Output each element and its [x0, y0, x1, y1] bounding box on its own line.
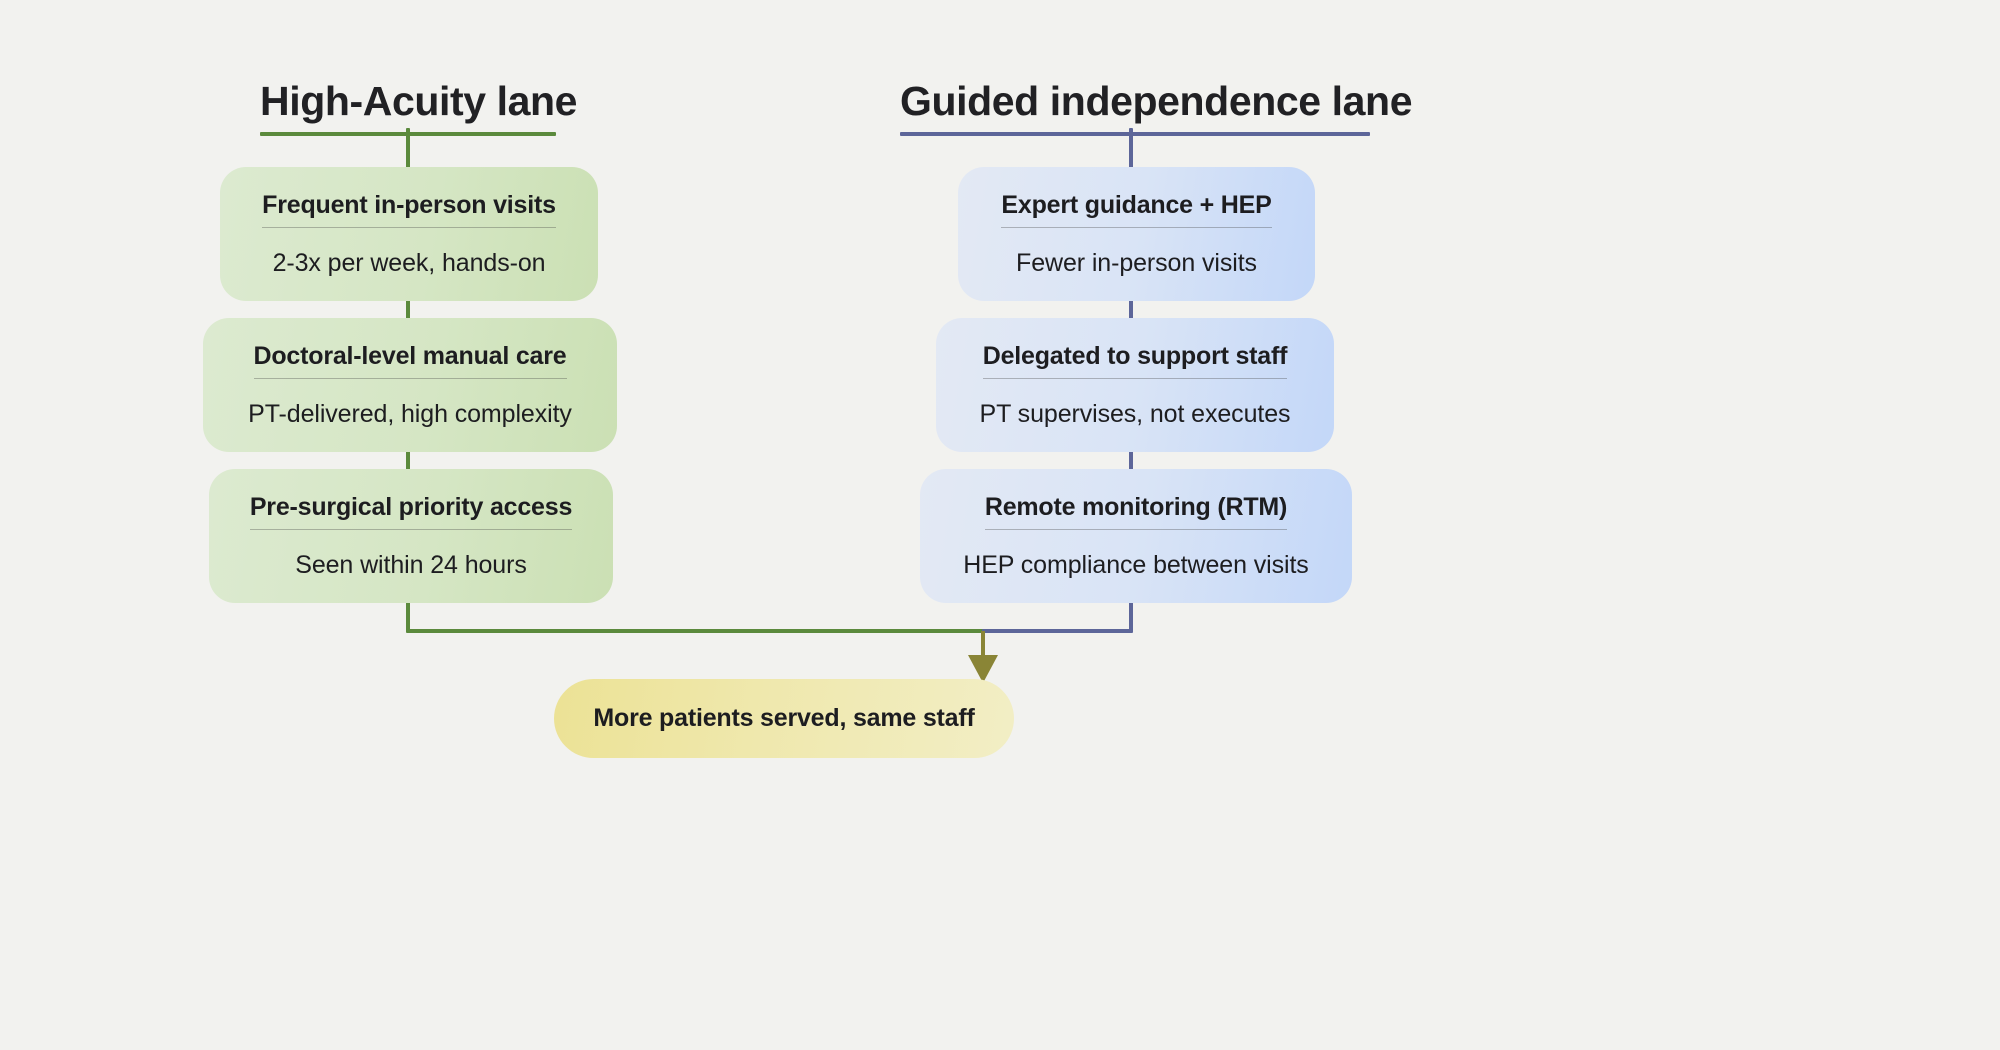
connector-high-acuity-title-to-card1	[406, 128, 410, 170]
lane-title-high-acuity-text: High-Acuity lane	[260, 78, 578, 124]
connector-high-acuity-card2-to-card3	[406, 449, 410, 472]
card-expert-guidance-hep[interactable]: Expert guidance + HEP Fewer in-person vi…	[958, 167, 1315, 301]
arrow-down-head-icon	[968, 655, 998, 683]
card-remote-monitoring-rtm[interactable]: Remote monitoring (RTM) HEP compliance b…	[920, 469, 1352, 603]
card-pre-surgical-priority-access[interactable]: Pre-surgical priority access Seen within…	[209, 469, 613, 603]
connector-high-acuity-card3-to-merge	[406, 600, 410, 632]
card-heading: Remote monitoring (RTM)	[984, 493, 1287, 530]
card-detail: 2-3x per week, hands-on	[272, 248, 546, 277]
card-doctoral-level-manual-care[interactable]: Doctoral-level manual care PT-delivered,…	[203, 318, 617, 452]
card-delegated-to-support-staff[interactable]: Delegated to support staff PT supervises…	[936, 318, 1334, 452]
card-detail: PT-delivered, high complexity	[248, 399, 572, 428]
card-heading: Expert guidance + HEP	[1001, 191, 1272, 228]
card-heading: Doctoral-level manual care	[253, 342, 567, 379]
connector-guided-card1-to-card2	[1129, 298, 1133, 321]
lane-title-guided-independence-text: Guided independence lane	[900, 78, 1413, 124]
lane-title-guided-independence: Guided independence lane	[900, 79, 1413, 137]
connector-guided-card3-to-merge	[1129, 600, 1133, 632]
connector-guided-title-to-card1	[1129, 128, 1133, 170]
card-frequent-in-person-visits[interactable]: Frequent in-person visits 2-3x per week,…	[220, 167, 598, 301]
card-heading: Pre-surgical priority access	[249, 493, 572, 530]
card-detail: PT supervises, not executes	[979, 399, 1291, 428]
lane-title-guided-independence-underline	[900, 132, 1370, 137]
connector-guided-card2-to-card3	[1129, 449, 1133, 472]
outcome-pill-label: More patients served, same staff	[593, 704, 975, 732]
card-heading: Frequent in-person visits	[262, 191, 556, 228]
arrow-down-stem-icon	[981, 631, 985, 662]
card-heading: Delegated to support staff	[982, 342, 1287, 379]
merge-bar-right-segment	[982, 629, 1133, 633]
card-detail: Seen within 24 hours	[295, 550, 527, 579]
card-detail: HEP compliance between visits	[963, 550, 1309, 579]
merge-bar-left-segment	[406, 629, 984, 633]
card-detail: Fewer in-person visits	[1016, 248, 1257, 277]
connector-high-acuity-card1-to-card2	[406, 298, 410, 321]
outcome-pill-more-patients-served[interactable]: More patients served, same staff	[554, 679, 1014, 758]
